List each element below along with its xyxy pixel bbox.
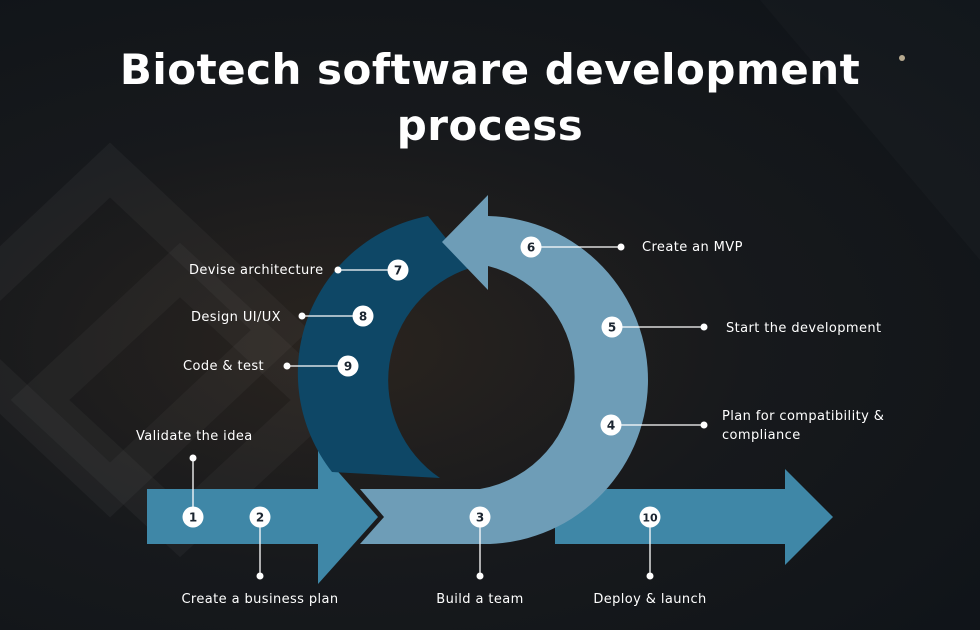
svg-text:10: 10	[642, 512, 658, 525]
step-badge-8: 8	[352, 305, 374, 327]
step-label-8: Design UI/UX	[191, 310, 281, 325]
decorative-dot	[899, 55, 905, 61]
svg-text:6: 6	[527, 241, 535, 255]
dark-arc	[297, 216, 470, 478]
step-badge-2: 2	[249, 506, 271, 528]
step-badge-7: 7	[387, 259, 409, 281]
step-label-4: Plan for compatibility &	[722, 409, 884, 424]
step-label-3: Build a team	[436, 592, 523, 607]
svg-text:9: 9	[344, 360, 352, 374]
svg-text:2: 2	[256, 511, 264, 525]
step-badge-5: 5	[601, 316, 623, 338]
svg-text:4: 4	[607, 419, 615, 433]
step-label-6: Create an MVP	[642, 240, 743, 255]
leader-dots	[189, 243, 708, 580]
svg-text:1: 1	[189, 511, 197, 525]
light-circular-arrow	[360, 195, 648, 545]
step-label-9: Code & test	[183, 359, 264, 374]
step-label-10: Deploy & launch	[593, 592, 706, 607]
step-badge-4: 4	[600, 414, 622, 436]
step-label-2: Create a business plan	[181, 592, 338, 607]
page-title-line-2: process	[396, 101, 584, 150]
svg-text:3: 3	[476, 511, 484, 525]
step-badge-1: 1	[182, 506, 204, 528]
leader-lines	[192, 246, 704, 576]
step-badge-9: 9	[337, 355, 359, 377]
svg-text:5: 5	[608, 321, 616, 335]
svg-text:8: 8	[359, 310, 367, 324]
step-badge-6: 6	[520, 236, 542, 258]
step-badge-3: 3	[469, 506, 491, 528]
step-label-4-line-2: compliance	[722, 428, 801, 443]
step-label-7: Devise architecture	[189, 263, 323, 278]
step-label-5: Start the development	[726, 321, 882, 336]
page-title-line-1: Biotech software development	[119, 45, 861, 94]
step-badge-10: 10	[639, 506, 661, 528]
svg-text:7: 7	[394, 264, 402, 278]
step-label-1: Validate the idea	[136, 429, 253, 444]
bar-arrow-end	[555, 469, 833, 565]
